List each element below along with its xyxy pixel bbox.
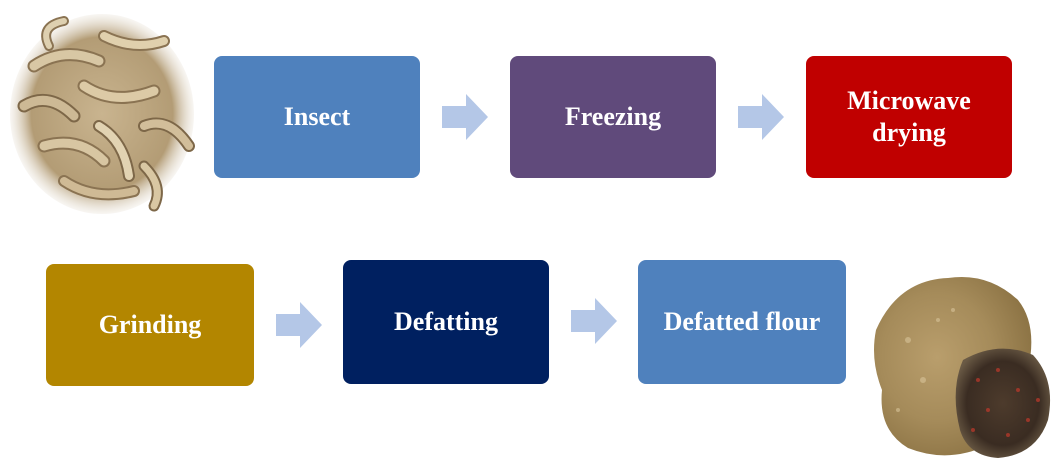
step-insect: Insect [214, 56, 420, 178]
step-microwave-drying-label: Microwave drying [847, 85, 971, 148]
step-defatting-label: Defatting [394, 306, 498, 336]
step-grinding: Grinding [46, 264, 254, 386]
step-defatted-flour-label: Defatted flour [663, 306, 821, 336]
arrow-right-icon [571, 298, 617, 344]
insect-larvae-photo [10, 14, 195, 214]
arrow-right-icon [442, 94, 488, 140]
step-freezing-label: Freezing [564, 101, 662, 131]
step-microwave-drying: Microwave drying [806, 56, 1012, 178]
step-insect-label: Insect [283, 101, 351, 131]
arrow-right-icon [738, 94, 784, 140]
step-defatted-flour: Defatted flour [638, 260, 846, 384]
insect-flour-photo [874, 276, 1051, 458]
step-defatting: Defatting [343, 260, 549, 384]
step-freezing: Freezing [510, 56, 716, 178]
arrow-right-icon [276, 302, 322, 348]
step-grinding-label: Grinding [98, 309, 202, 339]
